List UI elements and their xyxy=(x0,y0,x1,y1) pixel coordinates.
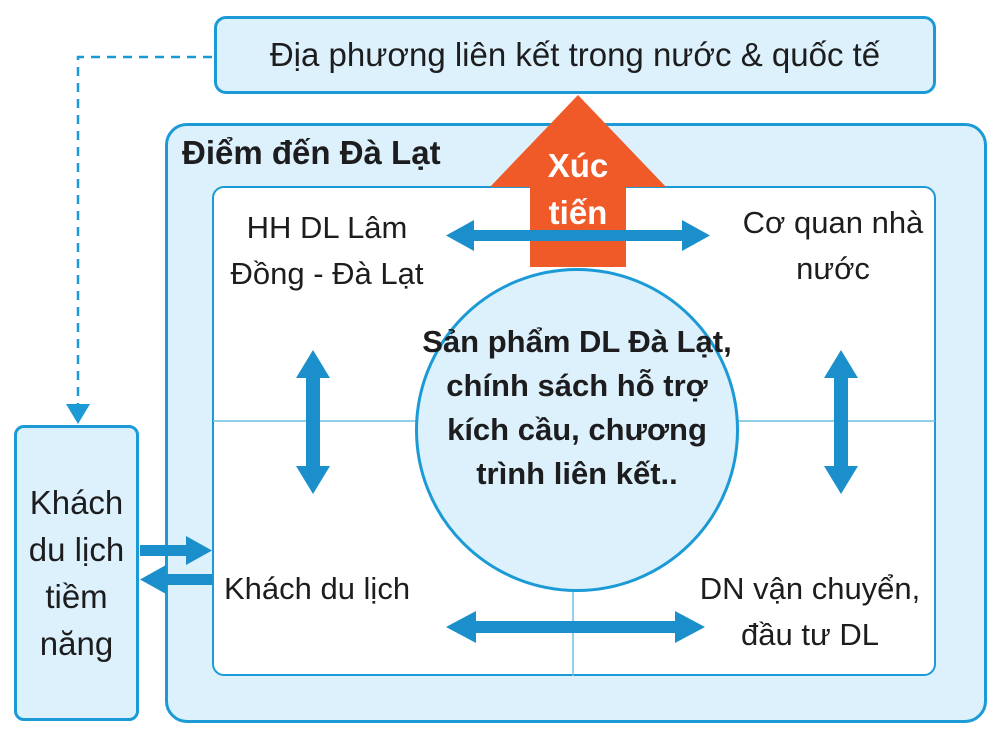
tourists-label: Khách du lịch xyxy=(223,571,411,606)
right-vertical-double-arrow xyxy=(824,350,858,494)
transport-investment-label: DN vận chuyển, đầu tư DL xyxy=(699,571,921,652)
promotion-label: Xúc tiến xyxy=(547,147,609,231)
government-agencies-label: Cơ quan nhà nước xyxy=(742,205,924,286)
left-vertical-double-arrow xyxy=(296,350,330,494)
potential-tourists-label: Khách du lịch tiềm năng xyxy=(28,484,125,662)
top-horizontal-double-arrow xyxy=(446,220,710,251)
destination-title: Điểm đến Đà Lạt xyxy=(182,134,441,171)
center-product-label: Sản phẩm DL Đà Lạt, chính sách hỗ trợ kí… xyxy=(422,324,732,491)
partner-localities-label: Địa phương liên kết trong nước & quốc tế xyxy=(269,36,881,73)
promotion-arrow xyxy=(490,95,666,267)
potential-tourists-box: Khách du lịch tiềm năng xyxy=(14,425,139,721)
arrow-into-destination xyxy=(140,536,212,565)
tourism-association-label: HH DL Lâm Đồng - Đà Lạt xyxy=(230,210,424,291)
center-product-circle xyxy=(415,268,739,592)
arrow-to-potential-tourists xyxy=(140,565,212,594)
bottom-horizontal-double-arrow xyxy=(446,611,705,643)
partner-localities-box: Địa phương liên kết trong nước & quốc tế xyxy=(214,16,936,94)
